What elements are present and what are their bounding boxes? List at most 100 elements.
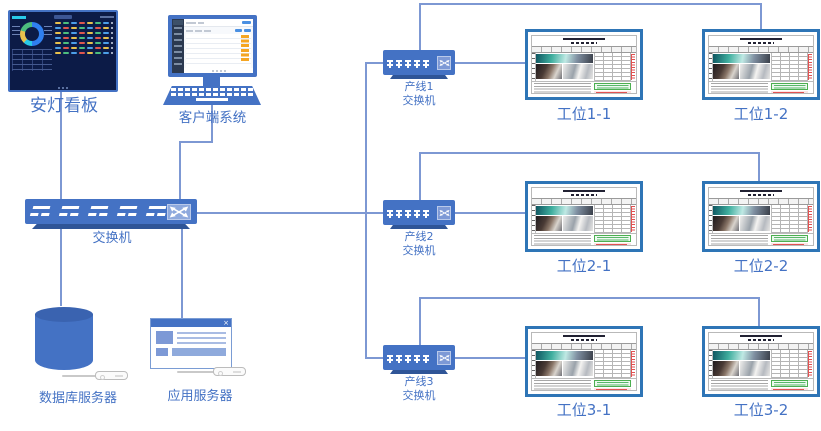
sop-photo-2	[740, 216, 771, 231]
sop-photo-1	[536, 64, 563, 79]
sop-main	[709, 205, 813, 234]
andon-title-bar	[54, 15, 72, 19]
andon-donut-right-labels	[44, 26, 52, 36]
connector-switch-db	[60, 228, 62, 306]
workstation-1-2-screen	[702, 29, 820, 100]
line3-switch	[383, 345, 455, 370]
sop-red-column	[808, 54, 812, 80]
sop-green-note	[771, 235, 808, 242]
andon-logo	[12, 15, 26, 19]
sop-red-note	[771, 243, 808, 245]
sop-sheet	[708, 332, 814, 391]
sop-photo-2	[563, 64, 594, 79]
sop-subtitle-line	[571, 194, 597, 196]
sop-data-table	[595, 350, 636, 378]
sop-title-line	[563, 335, 605, 337]
line2-switch-label-1: 产线2	[404, 230, 434, 243]
sop-text-block	[534, 83, 592, 93]
sop-subtitle-line	[748, 194, 774, 196]
sop-title-line	[563, 38, 605, 40]
sop-data-table	[772, 53, 813, 81]
sop-green-note	[771, 83, 808, 90]
sop-grid	[772, 205, 808, 233]
sop-left-strip	[532, 205, 536, 233]
sop-photo-area	[709, 350, 773, 378]
sop-subtitle-line	[748, 339, 774, 341]
app-server-window: ×	[150, 318, 232, 369]
db-usb-dongle-icon	[95, 371, 128, 380]
workstation-3-2-screen	[702, 326, 820, 397]
main-switch-label: 交换机	[92, 231, 132, 246]
sop-main	[532, 350, 636, 379]
sop-grid	[595, 53, 631, 81]
sop-banner-photo	[536, 54, 594, 63]
sop-green-note	[594, 83, 631, 90]
client-search-button	[235, 29, 242, 32]
app-window-titlebar: ×	[151, 319, 231, 327]
close-icon: ×	[223, 319, 229, 327]
client-sidebar-logo	[173, 20, 183, 25]
connector-row3-top	[419, 297, 760, 299]
connector-row3-right	[455, 357, 525, 359]
app-server-label: 应用服务器	[167, 389, 233, 404]
sop-left-strip	[532, 350, 536, 378]
sop-text-block	[711, 83, 769, 93]
andon-donut-left-labels	[12, 26, 20, 36]
main-switch-base	[32, 224, 190, 229]
workstation-3-1-label: 工位3-1	[556, 401, 612, 419]
sop-photo-2	[740, 361, 771, 376]
sop-left-strip	[709, 205, 713, 233]
client-screen	[172, 19, 253, 73]
app-content-small-block	[156, 348, 168, 356]
sop-sheet	[531, 187, 637, 246]
sop-grid	[772, 350, 808, 378]
switch-crossover-icon	[437, 205, 451, 220]
sop-title-line	[563, 190, 605, 192]
database-cylinder-top	[35, 307, 93, 322]
line3-switch-label-2: 交换机	[402, 389, 436, 402]
connector-row1-down	[760, 3, 762, 29]
sop-green-note	[594, 380, 631, 387]
connector-row1-stub	[365, 62, 383, 64]
line3-switch-base	[390, 370, 448, 374]
sop-subtitle-line	[748, 42, 774, 44]
line2-switch-base	[390, 225, 448, 229]
connector-row3-down	[758, 297, 760, 327]
client-data-table	[186, 34, 251, 68]
monitor-stand	[203, 77, 220, 86]
client-pagination	[184, 68, 253, 73]
client-filter-row	[184, 27, 253, 34]
sop-red-note	[771, 91, 808, 93]
connector-row2-up	[419, 152, 421, 200]
sop-text-block	[711, 235, 769, 245]
sop-red-column	[631, 351, 635, 377]
app-usb-dongle-icon	[213, 367, 246, 376]
connector-row3-up	[419, 297, 421, 345]
sop-sheet	[708, 187, 814, 246]
sop-title-line	[740, 190, 782, 192]
andon-board-screen	[8, 10, 118, 92]
sop-main	[532, 53, 636, 82]
andon-summary-table	[12, 49, 52, 71]
main-switch	[25, 199, 197, 224]
workstation-1-1-screen	[525, 29, 643, 100]
workstation-3-1-screen	[525, 326, 643, 397]
client-user-pill	[242, 21, 251, 24]
app-dongle-cable	[177, 371, 215, 373]
sop-red-column	[631, 54, 635, 80]
sop-green-note	[771, 380, 808, 387]
workstation-1-2-label: 工位1-2	[733, 105, 789, 123]
database-server-label: 数据库服务器	[38, 391, 117, 406]
sop-photo-area	[532, 350, 596, 378]
sop-photo-1	[713, 361, 740, 376]
sop-red-column	[808, 206, 812, 232]
client-action-badges	[241, 35, 249, 61]
connector-switch-trunk-h	[197, 212, 383, 214]
switch-crossover-icon	[437, 350, 451, 365]
line3-switch-label-1: 产线3	[404, 375, 434, 388]
app-content-wide-bar	[172, 348, 226, 356]
connector-row2-top	[419, 152, 760, 154]
sop-banner-photo	[713, 54, 771, 63]
sop-photo-area	[709, 53, 773, 81]
connector-row1-top	[419, 3, 762, 5]
